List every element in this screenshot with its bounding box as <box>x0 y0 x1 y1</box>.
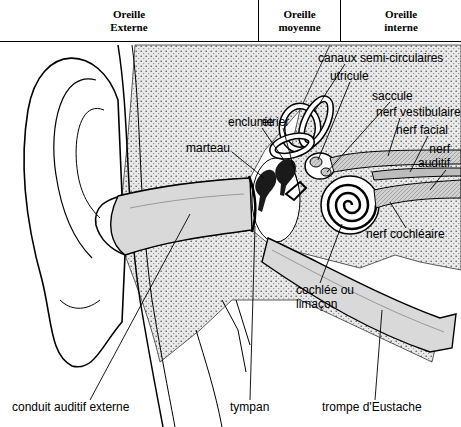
part-label: utricule <box>330 69 369 83</box>
part-label: conduit auditif externe <box>12 400 129 414</box>
part-label: canaux semi-circulaires <box>318 51 443 65</box>
part-label: nerf facial <box>396 123 448 137</box>
part-label: marteau <box>186 141 230 155</box>
header-cell: Oreille interne <box>340 0 461 42</box>
part-label: tympan <box>230 400 269 414</box>
part-label: nerf auditif <box>408 142 450 170</box>
section-heading: Oreille moyenne <box>270 8 330 34</box>
part-label: nerf vestibulaire <box>376 105 461 119</box>
section-heading: Oreille Externe <box>99 8 159 34</box>
part-label: nerf cochléaire <box>366 227 445 241</box>
part-label: saccule <box>372 89 413 103</box>
part-label: étrier <box>262 115 289 129</box>
part-label: trompe d'Eustache <box>322 400 422 414</box>
header-cell: Oreille moyenne <box>258 0 340 42</box>
section-heading: Oreille interne <box>371 8 431 34</box>
header-cell: Oreille Externe <box>0 0 258 42</box>
part-label: cochlée ou limaçon <box>296 283 358 311</box>
